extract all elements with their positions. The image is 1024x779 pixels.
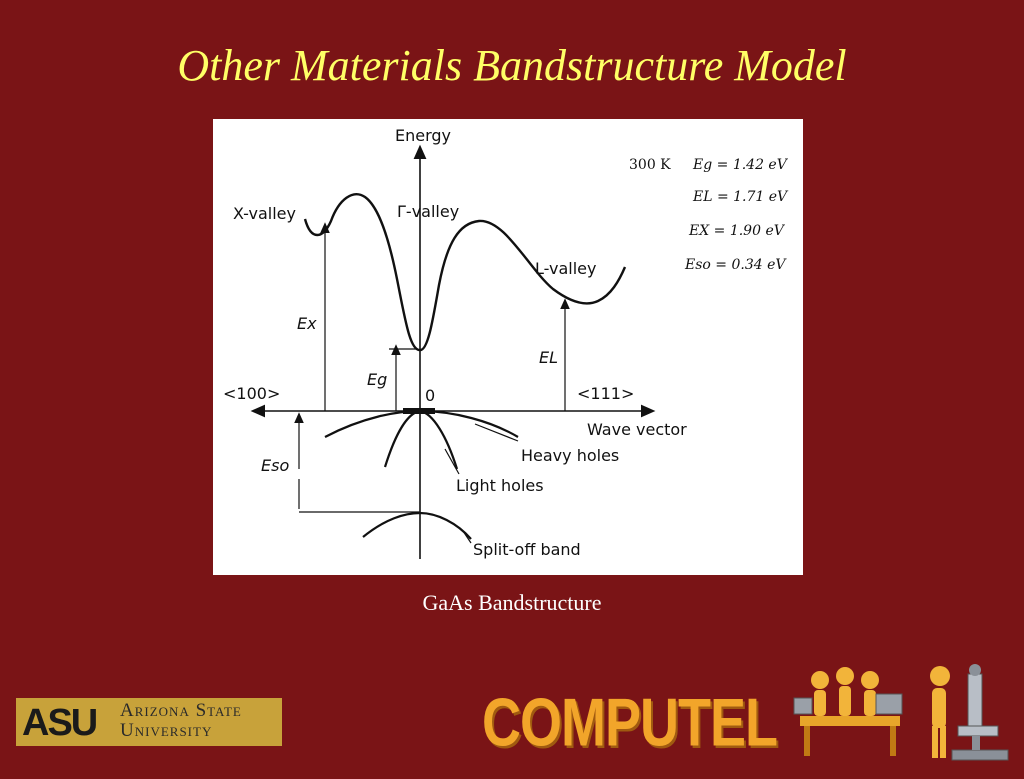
figure-caption: GaAs Bandstructure — [422, 590, 602, 615]
slide-title: Other Materials Bandstructure Model — [177, 41, 847, 90]
ex-label: Ex — [297, 314, 317, 333]
x-valley-label: X-valley — [233, 204, 296, 223]
legend-el: EL = 1.71 eV — [692, 189, 789, 205]
people-at-desk-icon — [793, 667, 903, 756]
split-off-band-curve — [362, 511, 472, 540]
light-holes-band — [383, 409, 459, 470]
heavy-holes-label: Heavy holes — [521, 446, 619, 465]
direction-111-label: <111> — [577, 384, 634, 403]
split-off-leader — [462, 530, 472, 544]
bandstructure-figure: Energy Wave vector <100> <111> 0 X-valle… — [213, 119, 803, 575]
asu-name-line2: University — [120, 720, 213, 741]
asu-logo: ASU Arizona State University — [16, 698, 282, 746]
light-holes-label: Light holes — [456, 476, 544, 495]
eso-label: Eso — [261, 456, 289, 475]
scientist-microscope-icon — [930, 664, 1009, 761]
asu-name-line1: Arizona State — [120, 700, 242, 721]
asu-name: Arizona State University — [120, 701, 242, 741]
wave-vector-label: Wave vector — [587, 420, 687, 439]
origin-label: 0 — [425, 386, 435, 405]
el-label: EL — [539, 348, 558, 367]
computel-logo: COMPUTEL — [482, 685, 778, 761]
legend-eso: Eso = 0.34 eV — [684, 257, 787, 273]
heavy-holes-leader — [474, 423, 519, 442]
conduction-band-curve — [303, 193, 627, 352]
legend-temperature: 300 K — [629, 157, 671, 173]
energy-axis-label: Energy — [395, 126, 451, 145]
heavy-holes-band — [324, 409, 519, 438]
gamma-point-marker — [403, 408, 435, 414]
legend-eg: Eg = 1.42 eV — [692, 157, 789, 173]
asu-mark: ASU — [22, 702, 98, 744]
light-holes-leader — [444, 448, 460, 475]
split-off-band-label: Split-off band — [473, 540, 581, 559]
l-valley-label: L-valley — [535, 259, 596, 278]
gamma-valley-label: Γ-valley — [397, 202, 459, 221]
eg-label: Eg — [367, 370, 387, 389]
legend-ex: EX = 1.90 eV — [688, 223, 786, 239]
direction-100-label: <100> — [223, 384, 280, 403]
bandstructure-diagram: Energy Wave vector <100> <111> 0 X-valle… — [223, 126, 789, 559]
